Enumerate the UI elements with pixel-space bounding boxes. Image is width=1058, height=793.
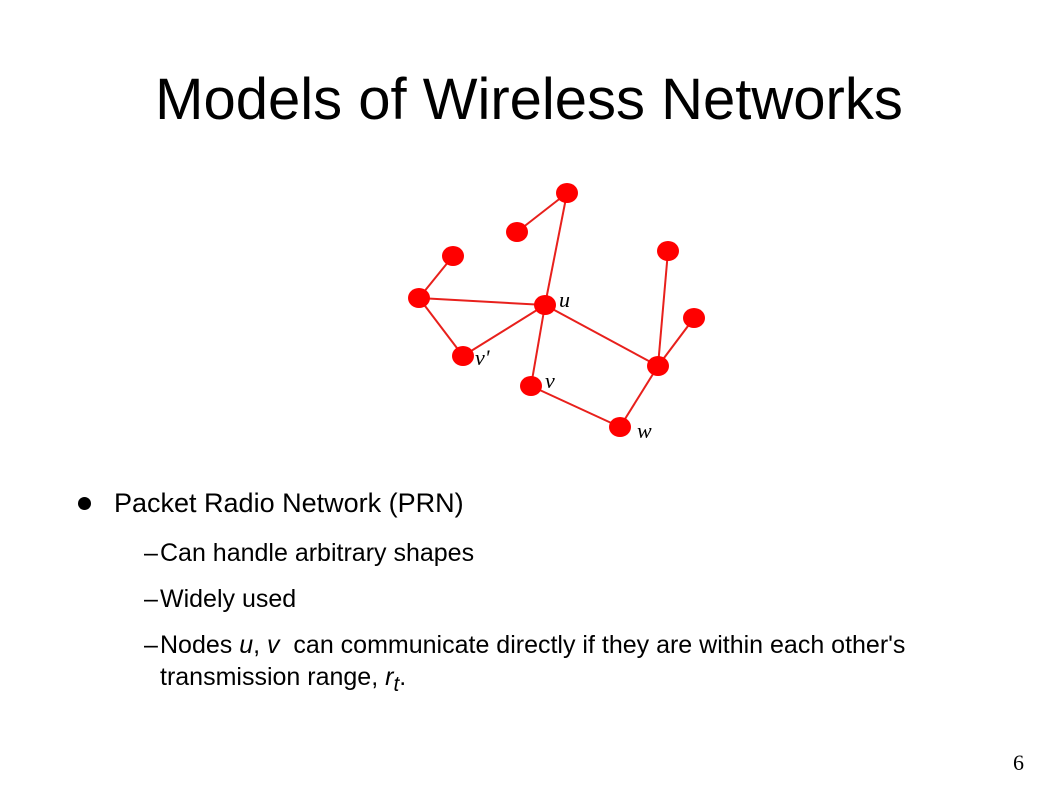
node-u	[534, 295, 556, 315]
node-label-v: v	[545, 368, 555, 393]
edge-w-right_hub	[619, 365, 659, 428]
node-vprime	[452, 346, 474, 366]
range-subscript: t	[393, 673, 400, 696]
node-v	[520, 376, 542, 396]
dash-icon: –	[144, 539, 158, 567]
node-w	[609, 417, 631, 437]
bullet-sub-3-prefix: Nodes	[160, 631, 240, 659]
network-graph-diagram: u v' v w	[408, 183, 705, 443]
bullet-dot-icon	[78, 497, 91, 510]
bullet-sub-2-text: Widely used	[160, 585, 297, 613]
bullet-sub-2: – Widely used	[144, 583, 1008, 615]
page-number: 6	[1013, 750, 1024, 775]
edge-left-vprime	[418, 297, 464, 357]
edge-vprime-u	[462, 304, 546, 357]
range-symbol: r	[385, 663, 394, 691]
graph-nodes	[408, 183, 705, 437]
node-label-vprime: v'	[475, 345, 490, 370]
bullet-sub-1-text: Can handle arbitrary shapes	[160, 539, 475, 567]
bullet-sub-3-end: .	[399, 663, 407, 691]
edge-left-u	[418, 297, 546, 306]
bullet-sub-3-comma: ,	[253, 631, 268, 659]
node-u-ref: u	[239, 631, 254, 659]
slide-title: Models of Wireless Networks	[155, 67, 903, 132]
node-label-w: w	[637, 418, 652, 443]
bullet-list: Packet Radio Network (PRN) – Can handle …	[78, 483, 1008, 701]
bullet-main: Packet Radio Network (PRN)	[78, 483, 1008, 523]
bullet-sub-3-middle: can communicate directly if they are wit…	[160, 631, 913, 691]
node-right_mid	[683, 308, 705, 328]
bullet-main-text: Packet Radio Network (PRN)	[114, 488, 464, 518]
graph-edges	[418, 192, 695, 428]
bullet-sub-3: – Nodes u, v can communicate directly if…	[144, 629, 1008, 701]
edge-top-u	[544, 192, 568, 306]
edge-v-w	[530, 385, 621, 428]
node-top	[556, 183, 578, 203]
node-right_hub	[647, 356, 669, 376]
node-v-ref: v	[267, 631, 280, 659]
node-label-u: u	[559, 287, 570, 312]
node-left	[408, 288, 430, 308]
node-right_top	[657, 241, 679, 261]
graph-labels: u v' v w	[475, 287, 652, 443]
node-left_upper	[442, 246, 464, 266]
node-topleft	[506, 222, 528, 242]
bullet-sub-1: – Can handle arbitrary shapes	[144, 537, 1008, 569]
edge-right_hub-right_top	[657, 250, 669, 367]
dash-icon: –	[144, 631, 158, 659]
edge-u-right_hub	[544, 304, 659, 367]
dash-icon: –	[144, 585, 158, 613]
edge-u-v	[530, 304, 546, 387]
